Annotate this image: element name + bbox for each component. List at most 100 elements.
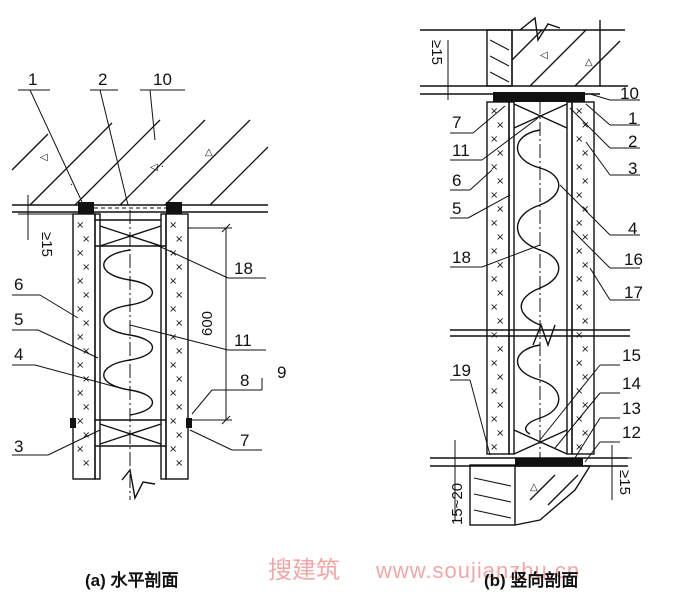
svg-text:·: ·	[70, 180, 73, 191]
label-b-13: 13	[622, 399, 641, 418]
label-b-1: 1	[628, 109, 637, 128]
label-b-6: 6	[452, 171, 461, 190]
label-3: 3	[14, 437, 23, 456]
board-x-mark: ×	[490, 134, 498, 145]
view-a-spacing-dim: 600	[199, 311, 216, 336]
board-x-mark: ×	[581, 428, 589, 439]
board-x-mark: ×	[175, 430, 183, 441]
view-a-gap-dim: ≥15	[38, 232, 55, 257]
board-x-mark: ×	[496, 288, 504, 299]
board-x-mark: ×	[169, 444, 177, 455]
board-x-mark: ×	[82, 262, 90, 273]
board-x-mark: ×	[169, 304, 177, 315]
board-x-mark: ×	[82, 318, 90, 329]
board-x-mark: ×	[76, 220, 84, 231]
board-x-mark: ×	[169, 388, 177, 399]
board-x-mark: ×	[175, 458, 183, 469]
view-a-dimensions: ≥15 600	[18, 195, 232, 425]
board-x-mark: ×	[581, 176, 589, 187]
label-b-11: 11	[452, 141, 470, 160]
label-b-19: 19	[452, 361, 471, 380]
board-x-mark: ×	[575, 414, 583, 425]
label-18: 18	[234, 259, 253, 278]
board-x-mark: ×	[76, 388, 84, 399]
board-x-mark: ×	[496, 260, 504, 271]
board-x-mark: ×	[575, 106, 583, 117]
board-x-mark: ×	[575, 218, 583, 229]
board-x-mark: ×	[581, 372, 589, 383]
view-b-seal-bottom	[515, 458, 583, 466]
board-x-mark: ×	[581, 316, 589, 327]
board-x-mark: ×	[175, 234, 183, 245]
board-x-mark: ×	[581, 400, 589, 411]
board-x-mark: ×	[490, 218, 498, 229]
watermark-text: 搜建筑	[268, 557, 340, 584]
board-x-mark: ×	[575, 162, 583, 173]
label-9: 9	[277, 363, 286, 382]
label-10: 10	[153, 70, 172, 89]
board-x-mark: ×	[490, 162, 498, 173]
label-5: 5	[14, 310, 23, 329]
svg-text:◁: ◁	[40, 152, 48, 163]
view-a-labels: 1 2 10 6 5 4 3 18 11 8 9 7	[14, 70, 286, 456]
label-7: 7	[240, 431, 249, 450]
board-x-mark: ×	[581, 260, 589, 271]
label-b-17: 17	[624, 283, 643, 302]
label-b-7: 7	[452, 113, 461, 132]
svg-text:△: △	[585, 57, 593, 68]
board-x-mark: ×	[76, 360, 84, 371]
board-x-mark: ×	[169, 332, 177, 343]
view-b-dimensions: ≥15 15~20 ≥15	[428, 40, 633, 525]
view-b-leaders	[450, 93, 640, 463]
board-x-mark: ×	[76, 276, 84, 287]
label-b-12: 12	[622, 423, 641, 442]
board-x-mark: ×	[490, 106, 498, 117]
view-b-top-slab: ◁ △	[420, 16, 628, 95]
label-b-16: 16	[624, 250, 643, 269]
board-x-mark: ×	[496, 316, 504, 327]
board-x-mark: ×	[575, 302, 583, 313]
label-b-5: 5	[452, 199, 461, 218]
label-b-15: 15	[622, 346, 641, 365]
label-4: 4	[14, 345, 23, 364]
board-x-mark: ×	[82, 234, 90, 245]
board-x-mark: ×	[82, 346, 90, 357]
board-x-mark: ×	[581, 288, 589, 299]
board-x-mark: ×	[175, 318, 183, 329]
label-b-3: 3	[628, 159, 637, 178]
board-x-mark: ×	[496, 148, 504, 159]
board-x-mark: ×	[581, 232, 589, 243]
view-a-seal-right	[166, 202, 182, 214]
board-x-mark: ×	[169, 416, 177, 427]
board-x-mark: ×	[496, 372, 504, 383]
board-x-mark: ×	[496, 344, 504, 355]
svg-text:◁: ◁	[540, 50, 548, 61]
label-b-18: 18	[452, 248, 471, 267]
board-x-mark: ×	[169, 248, 177, 259]
board-x-mark: ×	[496, 428, 504, 439]
label-1: 1	[28, 70, 37, 89]
label-6: 6	[14, 275, 23, 294]
board-x-mark: ×	[496, 204, 504, 215]
view-b-labels: 7 11 6 5 18 10 1 2 3 4 16 17 19 15 14 13…	[452, 84, 643, 442]
svg-text:△: △	[530, 482, 538, 493]
board-x-mark: ×	[490, 386, 498, 397]
board-x-mark: ×	[496, 120, 504, 131]
board-x-mark: ×	[575, 442, 583, 453]
view-b-boards: ××××××××××××××××××××××××× ××××××××××××××…	[486, 101, 595, 455]
board-x-mark: ×	[575, 274, 583, 285]
board-x-mark: ×	[175, 346, 183, 357]
board-x-mark: ×	[575, 134, 583, 145]
caption-vertical-section: (b) 竖向剖面	[484, 570, 578, 590]
board-x-mark: ×	[76, 332, 84, 343]
board-x-mark: ×	[82, 458, 90, 469]
label-b-10: 10	[620, 84, 639, 103]
label-b-4: 4	[628, 219, 637, 238]
board-x-mark: ×	[169, 276, 177, 287]
board-x-mark: ×	[581, 344, 589, 355]
label-b-2: 2	[628, 132, 637, 151]
caption-horizontal-section: (a) 水平剖面	[85, 570, 179, 590]
board-x-mark: ×	[496, 232, 504, 243]
board-x-mark: ×	[82, 374, 90, 385]
view-b-vertical-section: ◁ △ ××××××××××××××××××××××××× ××××××××××…	[420, 16, 643, 526]
